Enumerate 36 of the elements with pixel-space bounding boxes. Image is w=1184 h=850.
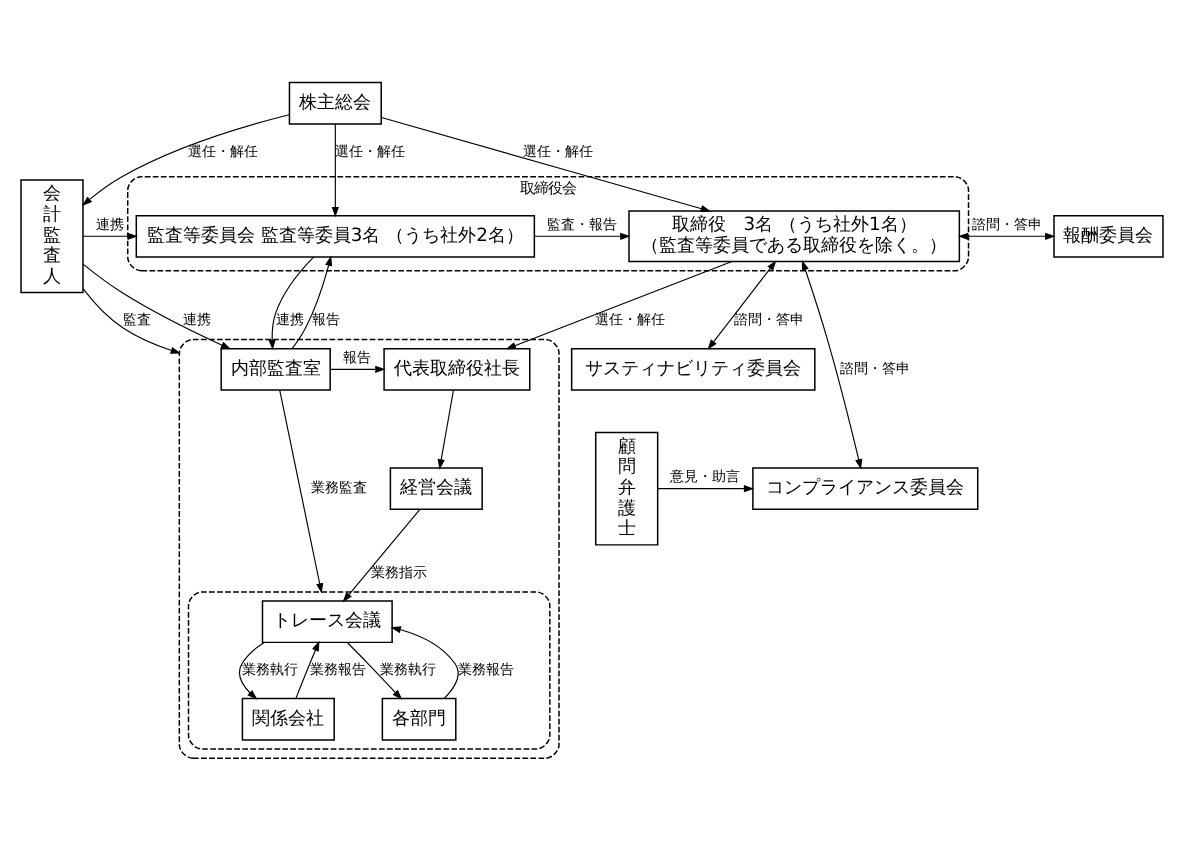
arrow bbox=[279, 389, 324, 594]
arrow bbox=[346, 642, 403, 700]
node-box: 内部監査室 bbox=[220, 347, 331, 391]
arrow bbox=[437, 389, 454, 470]
node-box: 各部門 bbox=[381, 697, 457, 741]
arrow bbox=[657, 485, 755, 493]
arrow bbox=[801, 260, 863, 470]
node-box: 取締役 3名 （うち社外1名） （監査等委員である取締役を除く。） bbox=[628, 210, 961, 263]
arrow bbox=[82, 288, 181, 354]
node-box: 報酬委員会 bbox=[1053, 214, 1164, 258]
node-box: 経営会議 bbox=[389, 467, 483, 511]
arrow bbox=[295, 640, 320, 699]
node-box: 会計監査人 bbox=[20, 179, 84, 294]
arrow bbox=[505, 261, 733, 350]
node-box: サスティナビリティ委員会 bbox=[570, 347, 816, 391]
node-box: 関係会社 bbox=[241, 697, 335, 741]
node-box: 顧問弁護士 bbox=[595, 431, 659, 546]
arrow bbox=[380, 116, 711, 213]
arrow bbox=[82, 232, 138, 240]
arrow bbox=[291, 255, 333, 350]
node-box: コンプライアンス委員会 bbox=[752, 467, 979, 511]
arrow bbox=[331, 123, 339, 218]
node-box: 株主総会 bbox=[288, 81, 382, 125]
arrow bbox=[390, 626, 459, 699]
arrow bbox=[342, 509, 421, 603]
arrow bbox=[238, 641, 265, 700]
node-box: 監査等委員会 監査等委員3名 （うち社外2名） bbox=[135, 214, 536, 258]
arrow bbox=[268, 256, 315, 351]
node-box: 代表取締役社長 bbox=[383, 347, 531, 391]
arrow bbox=[707, 260, 777, 350]
arrow bbox=[534, 232, 631, 240]
arrow bbox=[82, 263, 232, 350]
node-box: トレース会議 bbox=[261, 600, 393, 644]
arrow bbox=[957, 232, 1056, 240]
arrow bbox=[329, 365, 386, 373]
arrow bbox=[81, 114, 290, 206]
